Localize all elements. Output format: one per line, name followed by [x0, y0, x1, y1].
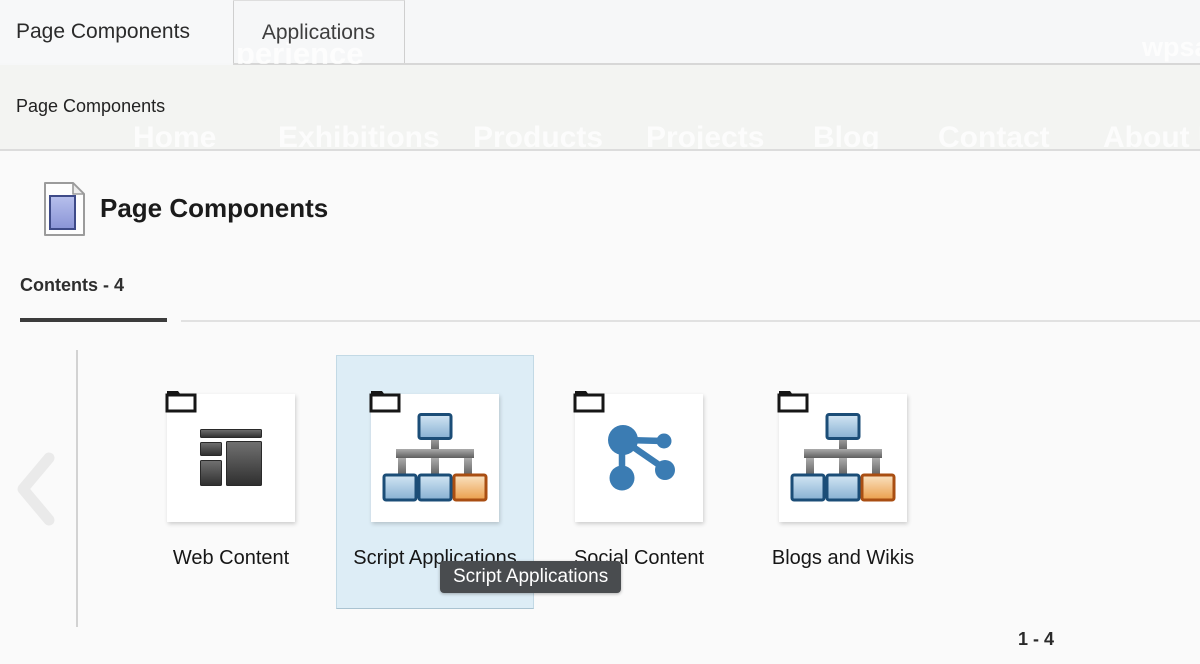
- tab-applications[interactable]: perience Applications: [233, 0, 405, 64]
- content-area: Page Components Contents - 4: [0, 151, 1200, 664]
- folder-icon: [369, 389, 401, 413]
- ghost-nav-home: Home: [133, 121, 217, 151]
- tile-label-blogs-and-wikis: Blogs and Wikis: [771, 547, 915, 569]
- breadcrumb: Page Components: [16, 96, 166, 116]
- tile-web-content[interactable]: [165, 391, 295, 522]
- tab-label: Page Components: [16, 19, 190, 43]
- tab-label: Applications: [261, 20, 376, 44]
- tab-bar: Page Components perience Applications wp…: [0, 0, 1200, 65]
- ghost-nav-projects: Projects: [646, 121, 765, 151]
- tabstrip-rule: [181, 320, 1200, 322]
- carousel-divider: [76, 350, 78, 627]
- folder-icon: [777, 389, 809, 413]
- ghost-username-text: wpsa: [1142, 32, 1200, 62]
- tile-label-web-content: Web Content: [172, 547, 290, 569]
- tab-bar-divider: [233, 63, 1200, 65]
- tab-contents[interactable]: Contents - 4: [20, 275, 125, 295]
- ghost-nav-about-us: About Us: [1103, 121, 1200, 151]
- web-layout-icon: [200, 429, 262, 487]
- ghost-nav-products: Products: [473, 121, 604, 151]
- tile-script-applications[interactable]: [369, 391, 499, 522]
- folder-icon: [165, 389, 197, 413]
- ghost-nav-contact: Contact: [938, 121, 1050, 151]
- folder-icon: [573, 389, 605, 413]
- sitemap-icon: [382, 413, 488, 503]
- tooltip: Script Applications: [440, 561, 622, 593]
- tab-page-components[interactable]: Page Components: [0, 0, 234, 63]
- sitemap-icon: [790, 413, 896, 503]
- tile-social-content[interactable]: [573, 391, 703, 522]
- tile-blogs-and-wikis[interactable]: [777, 391, 907, 522]
- ghost-brand-text: perience: [236, 36, 364, 64]
- page-title: Page Components: [100, 193, 329, 223]
- ghost-nav-blog: Blog: [813, 121, 880, 151]
- social-network-icon: [595, 414, 683, 502]
- chevron-left-icon[interactable]: [9, 449, 61, 529]
- pagination-range: 1 - 4: [1018, 629, 1055, 649]
- page-document-icon: [40, 181, 88, 237]
- active-tab-underline: [20, 318, 167, 322]
- breadcrumb-bar: Page Components Home Exhibitions Product…: [0, 65, 1200, 151]
- ghost-nav-exhibitions: Exhibitions: [278, 121, 440, 151]
